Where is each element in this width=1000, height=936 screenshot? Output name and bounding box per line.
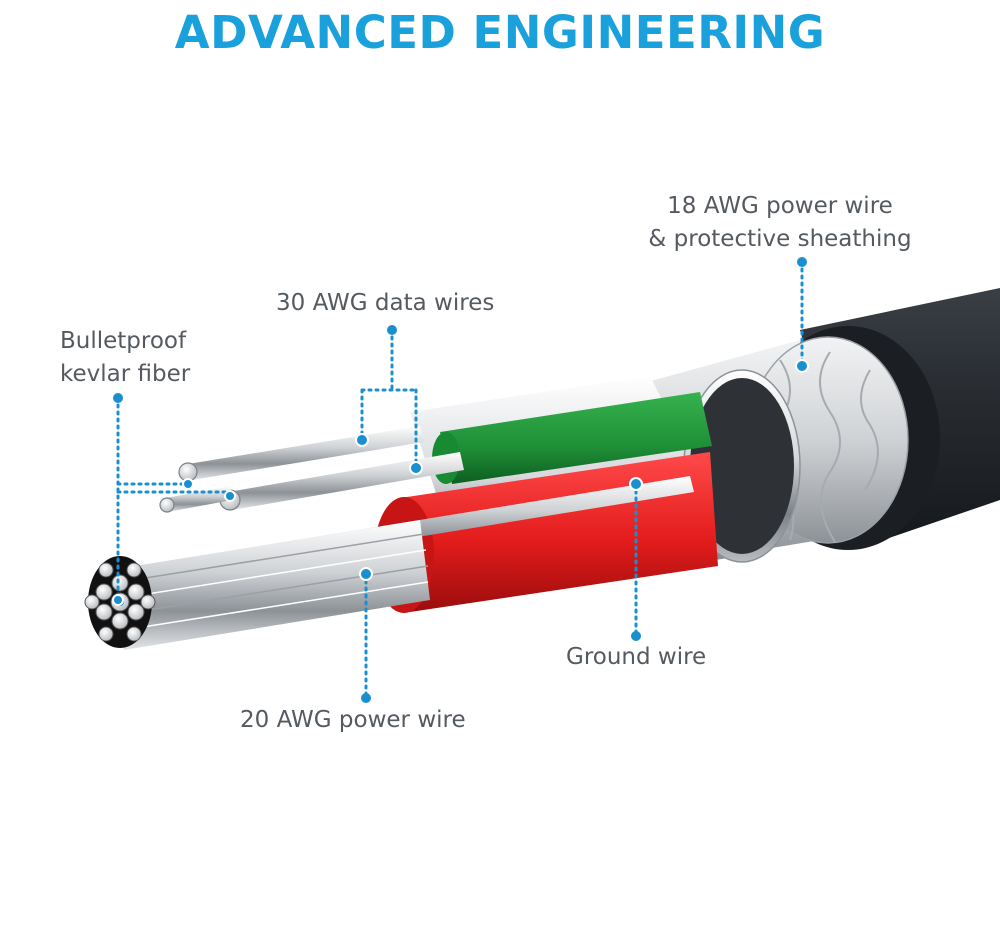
- leader-data30: [360, 328, 418, 470]
- label-power18: 18 AWG power wire & protective sheathing: [630, 190, 930, 256]
- dot-kevlar-top: [113, 393, 123, 403]
- dot-kevlar-b: [224, 490, 236, 502]
- label-data30: 30 AWG data wires: [276, 290, 495, 316]
- label-kevlar-line2: kevlar fiber: [60, 361, 191, 387]
- label-ground: Ground wire: [566, 644, 707, 670]
- dot-data30-left: [355, 433, 369, 447]
- label-power18-line2: & protective sheathing: [648, 226, 912, 252]
- dot-power18-bottom: [795, 359, 809, 373]
- dot-kevlar-c: [112, 594, 124, 606]
- dot-data30-top: [387, 325, 397, 335]
- dot-power18-top: [797, 257, 807, 267]
- page-title: ADVANCED ENGINEERING: [174, 6, 826, 59]
- leader-kevlar: [116, 396, 232, 602]
- dot-ground-top: [629, 477, 643, 491]
- dot-ground-bottom: [631, 631, 641, 641]
- label-kevlar-line1: Bulletproof: [60, 328, 187, 354]
- dot-power20-top: [359, 567, 373, 581]
- dot-power20-bottom: [361, 693, 371, 703]
- dot-data30-right: [409, 461, 423, 475]
- label-kevlar: Bulletproof kevlar fiber: [60, 325, 190, 391]
- label-power20: 20 AWG power wire: [240, 707, 466, 733]
- label-power18-line1: 18 AWG power wire: [667, 193, 893, 219]
- dot-kevlar-a: [182, 478, 194, 490]
- stranded-conductor: [84, 520, 430, 650]
